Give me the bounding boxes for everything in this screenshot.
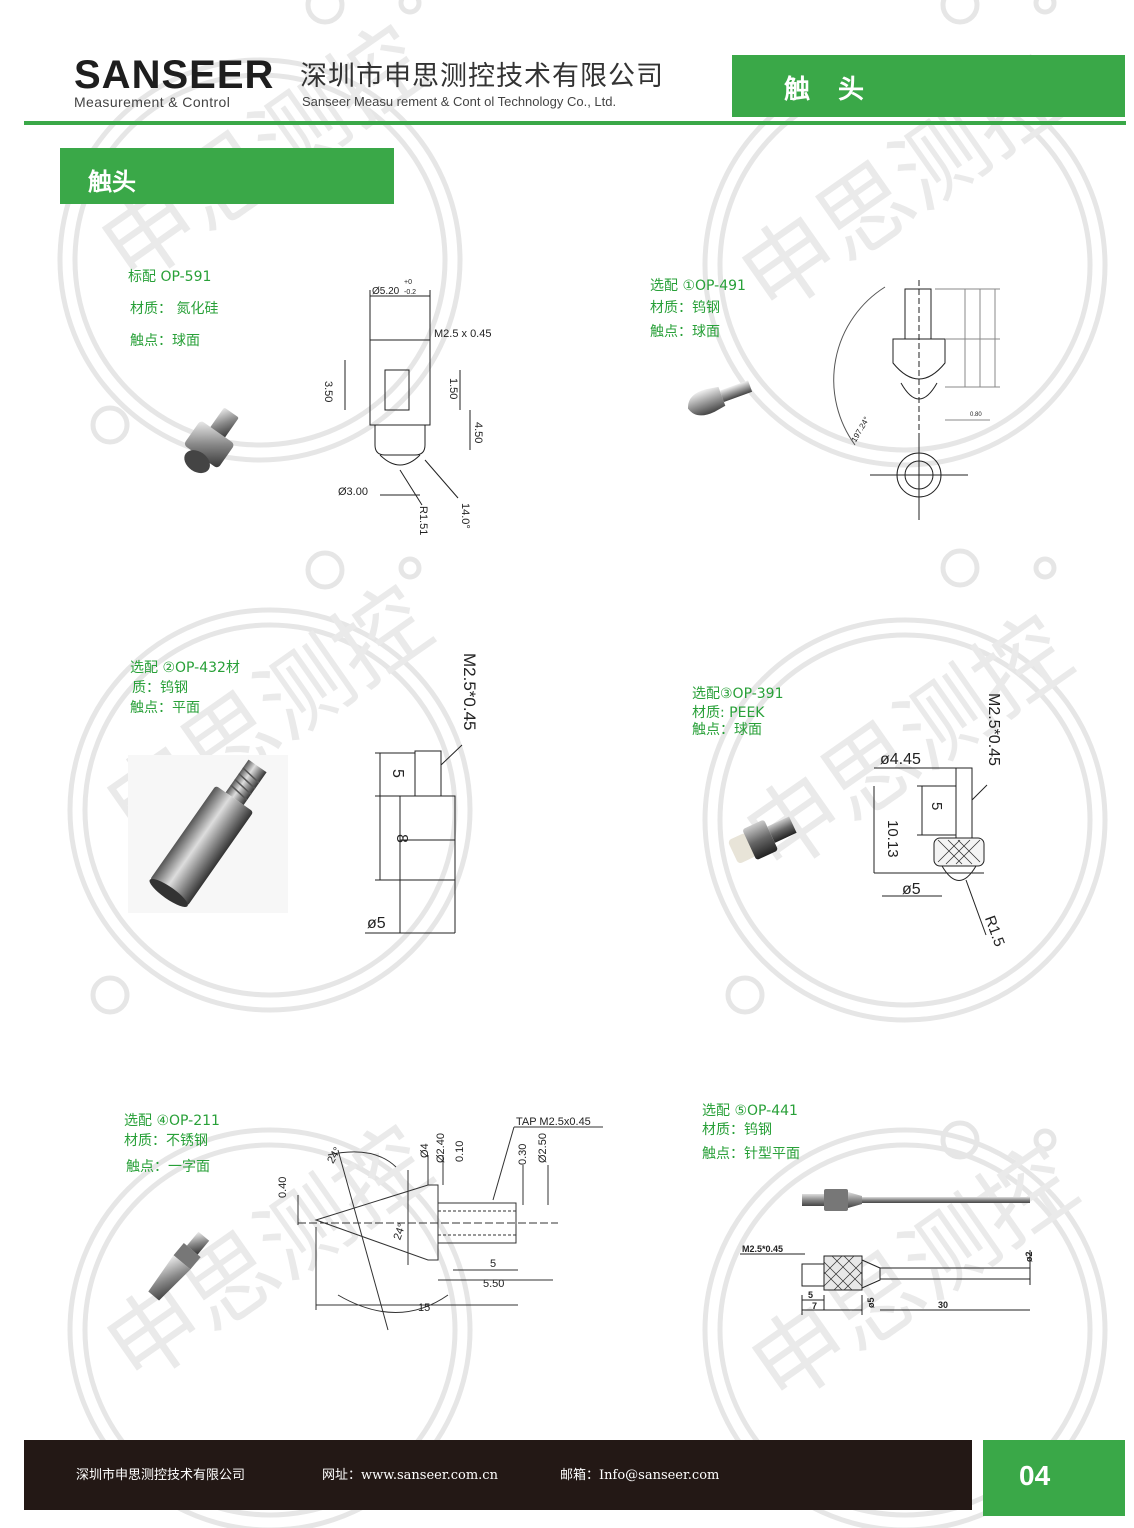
dim-d240: Ø2.40: [435, 1133, 447, 1163]
dim-d2: ø5: [902, 881, 921, 898]
dim-h3: 4.50: [472, 422, 484, 443]
dim-l7: 7: [812, 1301, 817, 1311]
dim-h2: 8: [393, 834, 410, 843]
product-op211-drawing: TAP M2.5x0.45 Ø4 Ø2.40 0.10 0.30 Ø2.50 0…: [277, 1116, 603, 1331]
product-material: 材质：不锈钢: [124, 1133, 208, 1149]
company-logo: SANSEER Measurement & Control: [74, 50, 289, 112]
product-op391-drawing: M2.5*0.45 ø4.45 5 10.13 ø5 R1.5: [873, 693, 1008, 949]
header-divider: [24, 121, 1126, 125]
dim-thread: M2.5*0.45: [742, 1244, 783, 1254]
page-number: 04: [1019, 1460, 1051, 1491]
dim-angle: 14.0°: [459, 503, 471, 529]
dim-d010: 0.10: [454, 1141, 466, 1162]
product-material: 材质： 氮化硅: [130, 301, 219, 317]
dim-width: 0.80: [970, 412, 982, 418]
product-op491-info: 选配 ①OP-491 材质：钨钢 触点：球面: [650, 275, 746, 341]
product-op491-photo: [688, 380, 753, 416]
dim-radius: R1.51: [417, 506, 429, 535]
product-op432-drawing: M2.5*0.45 5 8 ø5: [365, 653, 479, 934]
dim-thread: M2.5*0.45: [460, 653, 479, 731]
dim-d2: ø2: [1024, 1251, 1034, 1262]
product-op432-info: 选配 ②OP-432材 质：钨钢 触点：平面: [130, 657, 240, 717]
dim-tol-bot: -0.2: [404, 289, 416, 296]
product-model: 选配 ④OP-211: [124, 1113, 220, 1129]
dim-h1: 5: [389, 769, 406, 778]
company-name-en: Sanseer Measu rement & Cont ol Technolog…: [302, 94, 617, 109]
product-contact: 触点：针型平面: [702, 1146, 800, 1162]
dim-d4: Ø4: [419, 1143, 431, 1158]
dim-d250: Ø2.50: [537, 1133, 549, 1163]
dim-d-top: Ø5.20: [372, 286, 400, 297]
product-material: 材质: PEEK: [692, 705, 765, 721]
product-model: 选配 ②OP-432材: [130, 660, 240, 676]
section-title-tag: 触头: [60, 148, 394, 204]
section-title: 触头: [88, 168, 136, 196]
dim-l15: 15: [418, 1302, 430, 1314]
dim-d5: ø5: [866, 1297, 876, 1308]
product-op391-photo: [728, 816, 797, 863]
footer-bar: 深圳市申思测控技术有限公司 网址：www.sanseer.com.cn 邮箱：I…: [24, 1440, 972, 1510]
product-op591-photo: [184, 408, 239, 474]
dim-thread: M2.5 x 0.45: [434, 328, 491, 340]
product-model: 标配 OP-591: [128, 269, 212, 285]
product-material: 材质：钨钢: [702, 1122, 772, 1138]
product-contact: 触点：一字面: [126, 1159, 210, 1175]
header-tag-label: 触头: [784, 75, 893, 105]
page-number-box: 04: [983, 1440, 1125, 1516]
dim-l5: 5: [808, 1290, 813, 1300]
product-op491-drawing: 0.80 197.24°: [833, 280, 1000, 520]
product-contact: 触点：球面: [692, 722, 762, 738]
product-material: 材质：钨钢: [650, 300, 720, 316]
product-contact: 触点：平面: [130, 700, 200, 716]
logo-subtitle: Measurement & Control: [74, 94, 231, 110]
header-category-tag: 触头: [732, 55, 1125, 117]
dim-d040: 0.40: [277, 1177, 289, 1198]
dim-tap: TAP M2.5x0.45: [516, 1116, 591, 1128]
footer-email: 邮箱：Info@sanseer.com: [560, 1468, 720, 1483]
footer-website: 网址：www.sanseer.com.cn: [322, 1468, 498, 1483]
dim-l5: 5: [490, 1258, 496, 1270]
product-contact: 触点：球面: [130, 333, 200, 349]
product-model: 选配③OP-391: [692, 686, 784, 702]
dim-a24b: 24°: [391, 1222, 408, 1242]
product-op591-info: 标配 OP-591 材质： 氮化硅 触点：球面: [128, 266, 218, 350]
product-op591-drawing: Ø5.20 +0 -0.2 M2.5 x 0.45 3.50 1.50 4.50…: [322, 279, 491, 535]
dim-thread: M2.5*0.45: [985, 693, 1002, 766]
dim-h2: 1.50: [447, 378, 459, 399]
product-model: 选配 ⑤OP-441: [702, 1103, 798, 1119]
product-op432-photo: [128, 755, 288, 913]
dim-angle: 197.24°: [850, 415, 872, 443]
logo-wordmark: SANSEER: [74, 53, 275, 97]
dim-l30: 30: [938, 1300, 948, 1310]
product-model: 选配 ①OP-491: [650, 278, 746, 294]
product-op211-photo: [148, 1231, 210, 1301]
product-material: 质：钨钢: [132, 680, 188, 696]
product-op211-info: 选配 ④OP-211 材质：不锈钢 触点：一字面: [124, 1110, 220, 1176]
dim-d1: ø4.45: [880, 751, 921, 768]
dim-l550: 5.50: [483, 1278, 504, 1290]
dim-d-ball: Ø3.00: [338, 486, 368, 498]
footer-company: 深圳市申思测控技术有限公司: [76, 1468, 246, 1483]
dim-h2: 10.13: [884, 820, 901, 858]
product-op391-info: 选配③OP-391 材质: PEEK 触点：球面: [692, 683, 783, 739]
product-contact: 触点：球面: [650, 324, 720, 340]
dim-h1: 5: [928, 802, 945, 810]
dim-d030: 0.30: [517, 1144, 529, 1165]
product-op441-drawing: M2.5*0.45 ø2 5 7 ø5 30: [740, 1244, 1034, 1315]
product-op441-info: 选配 ⑤OP-441 材质：钨钢 触点：针型平面: [702, 1100, 800, 1163]
company-name-cn: 深圳市申思测控技术有限公司: [300, 61, 664, 92]
dim-dia: ø5: [367, 915, 386, 932]
dim-h1: 3.50: [322, 381, 334, 402]
dim-tol-top: +0: [404, 279, 412, 286]
product-op441-photo: [802, 1189, 1030, 1211]
